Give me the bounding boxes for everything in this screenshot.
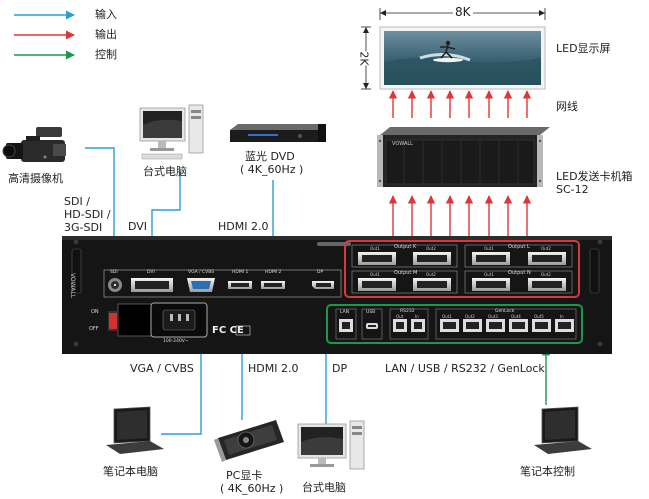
legend-input-label: 输入 <box>95 8 117 21</box>
power-on-label: ON <box>91 309 99 315</box>
camera-label: 高清摄像机 <box>8 172 63 185</box>
panel-brand-vertical: VOWALL <box>69 272 77 299</box>
rs232-out-label: Out <box>396 314 404 319</box>
sender-box-title: LED发送卡机箱 <box>556 170 633 183</box>
port-label-sdi: SDI <box>110 270 118 275</box>
rs232-port-label: RS232 <box>400 309 415 314</box>
device-panel <box>62 236 612 354</box>
desktop-top-device <box>139 104 204 160</box>
genlock-in-label: In <box>560 314 564 319</box>
cert-marks: FC CE <box>212 325 244 336</box>
sender-box-brand: VOWALL <box>392 141 413 147</box>
sdi-label-2: HD-SDI / <box>64 208 111 221</box>
network-output-arrows <box>388 90 532 118</box>
genlock-out1-label: Out1 <box>442 314 452 319</box>
lan-port-label: LAN <box>340 310 350 315</box>
sender-card-chassis <box>377 127 550 187</box>
output-section <box>344 240 580 298</box>
output-l-label: Output L <box>508 244 530 250</box>
output-k-label: Output K <box>394 244 417 250</box>
hdmi-top-label: HDMI 2.0 <box>218 220 269 233</box>
laptop-left-label: 笔记本电脑 <box>103 465 158 478</box>
network-label: 网线 <box>556 100 578 113</box>
pc-card-label: PC显卡 <box>226 469 263 482</box>
output-m-label: Output M <box>394 270 418 276</box>
screen-width-label: 8K <box>453 5 473 19</box>
screen-title: LED显示屏 <box>556 42 611 55</box>
laptop-left-device <box>106 406 164 454</box>
camera-device <box>2 127 66 162</box>
desktop-bottom-label: 台式电脑 <box>302 481 346 494</box>
legend-control-label: 控制 <box>95 48 117 61</box>
pc-card-spec-label: ( 4K_60Hz ) <box>220 482 284 495</box>
vga-label: VGA / CVBS <box>130 362 194 375</box>
sdi-label-3: 3G-SDI <box>64 221 103 234</box>
port-label-hdmi2: HDMI 2 <box>265 270 282 275</box>
power-off-label: OFF <box>89 326 99 332</box>
power-rating-label: 100-240V~ <box>163 339 189 344</box>
output-l-out2: Out2 <box>541 246 551 251</box>
output-n-label: Output N <box>508 270 531 276</box>
dvi-label: DVI <box>128 220 148 233</box>
control-interfaces-label: LAN / USB / RS232 / GenLock <box>385 362 545 375</box>
genlock-out4-label: Out4 <box>511 314 521 319</box>
bluray-label: 蓝光 DVD <box>245 150 295 163</box>
port-label-hdmi1: HDMI 1 <box>232 270 249 275</box>
output-m-out2: Out2 <box>426 272 436 277</box>
pc-graphics-card-device <box>214 420 284 462</box>
laptop-control-device <box>534 406 592 454</box>
output-k-out2: Out2 <box>426 246 436 251</box>
genlock-port-label: GenLock <box>495 309 515 314</box>
desktop-bottom-device <box>297 420 365 470</box>
port-label-dvi: DVI <box>147 270 155 275</box>
led-screen <box>379 26 546 90</box>
bluray-player-device <box>230 124 326 142</box>
output-n-out2: Out2 <box>541 272 551 277</box>
rs232-in-label: In <box>415 314 419 319</box>
output-l-out1: Out1 <box>484 246 494 251</box>
output-k-out1: Out1 <box>370 246 380 251</box>
sender-box-model: SC-12 <box>556 183 589 196</box>
genlock-out3-label: Out3 <box>488 314 498 319</box>
genlock-out2-label: Out2 <box>465 314 475 319</box>
legend-output-label: 输出 <box>95 28 117 41</box>
port-label-vga: VGA / CVBS <box>188 270 215 275</box>
dp-label: DP <box>332 362 348 375</box>
genlock-out5-label: Out5 <box>534 314 544 319</box>
laptop-control-label: 笔记本控制 <box>520 465 575 478</box>
output-to-chassis-arrows <box>388 195 532 238</box>
bluray-spec-label: ( 4K_60Hz ) <box>240 163 304 176</box>
hdmi-bottom-label: HDMI 2.0 <box>248 362 299 375</box>
control-section <box>326 304 583 344</box>
sdi-label-1: SDI / <box>64 195 90 208</box>
desktop-top-label: 台式电脑 <box>143 165 187 178</box>
port-label-dp: DP <box>317 270 324 275</box>
usb-port-label: USB <box>366 310 376 315</box>
output-m-out1: Out1 <box>370 272 380 277</box>
output-n-out1: Out1 <box>484 272 494 277</box>
screen-height-label: 2K <box>357 51 371 66</box>
